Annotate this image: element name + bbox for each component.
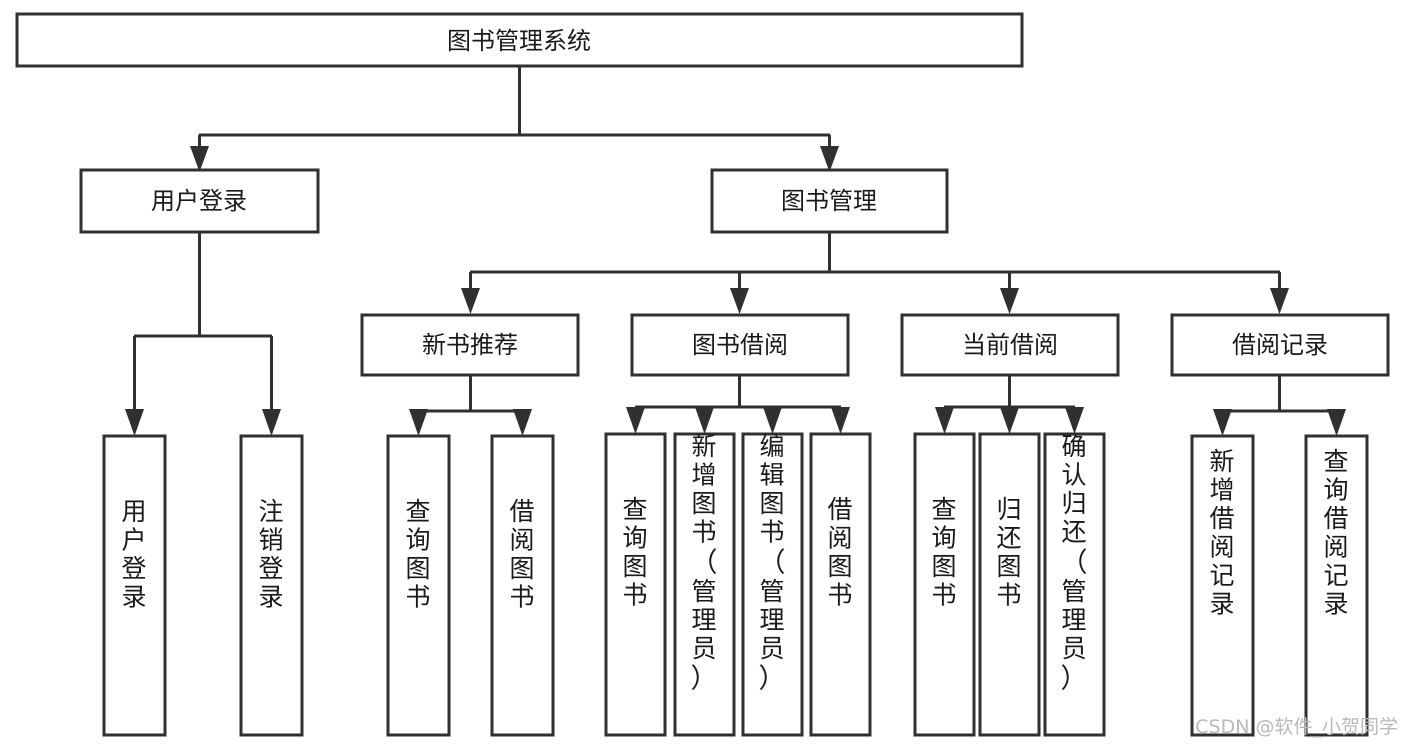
leaf-borrow-edit-label: 编辑图书（管理员）	[759, 432, 786, 695]
leaf-borrow-lend-box[interactable]	[809, 432, 872, 737]
arrow-head-borrow-leaf4	[831, 407, 850, 434]
node-current-borrow-label: 当前借阅	[962, 331, 1058, 359]
leaf-borrow-add-box[interactable]	[673, 432, 736, 737]
leaf-borrow-lend-label: 借阅图书	[827, 495, 852, 610]
node-user-login[interactable]: 用户登录	[79, 168, 320, 234]
arrow-head-borrow-leaf1	[626, 407, 645, 434]
node-user-login-label: 用户登录	[151, 187, 247, 215]
leaf-current-query-label: 查询图书	[931, 495, 956, 610]
arrow-head-login-leaf1	[125, 409, 144, 436]
node-root-system-label: 图书管理系统	[447, 27, 591, 55]
node-book-borrow[interactable]: 图书借阅	[630, 313, 850, 377]
arrow-head-current-leaf1	[935, 407, 954, 434]
arrow-head-root-to-login	[190, 146, 209, 172]
leaf-current-return[interactable]: 归还图书	[978, 432, 1041, 737]
leaf-records-add-box[interactable]	[1190, 434, 1255, 737]
arrow-head-books-records	[1270, 288, 1289, 314]
leaf-new-book-query-label: 查询图书	[405, 497, 430, 612]
arrow-head-new-leaf2	[513, 409, 532, 436]
leaf-borrow-edit-box[interactable]	[741, 432, 804, 737]
leaf-new-book-borrow[interactable]: 借阅图书	[490, 434, 555, 737]
arrow-head-root-to-books	[820, 146, 839, 172]
leaf-user-login-signin-box[interactable]	[102, 434, 167, 737]
node-current-borrow-box[interactable]	[900, 313, 1120, 377]
arrow-head-books-new	[461, 288, 480, 314]
leaf-records-query-box[interactable]	[1304, 434, 1369, 737]
node-book-management-label: 图书管理	[781, 187, 877, 215]
leaf-current-return-box[interactable]	[978, 432, 1041, 737]
node-user-login-box[interactable]	[79, 168, 320, 234]
arrow-head-books-borrow	[730, 288, 749, 314]
leaf-borrow-query-box[interactable]	[604, 432, 667, 737]
leaf-user-login-signin-label: 用户登录	[121, 497, 146, 612]
node-new-book-recommend[interactable]: 新书推荐	[360, 313, 580, 377]
node-borrow-records[interactable]: 借阅记录	[1170, 313, 1390, 377]
node-new-book-recommend-label: 新书推荐	[422, 331, 518, 359]
arrow-head-current-leaf2	[1000, 407, 1019, 434]
leaf-borrow-add[interactable]: 新增图书（管理员）	[673, 432, 736, 737]
node-book-borrow-label: 图书借阅	[692, 331, 788, 359]
node-root-system[interactable]: 图书管理系统	[15, 12, 1024, 68]
leaf-user-login-signout[interactable]: 注销登录	[239, 434, 304, 737]
node-borrow-records-box[interactable]	[1170, 313, 1390, 377]
arrow-head-records-leaf1	[1213, 409, 1232, 436]
arrow-head-records-leaf2	[1327, 409, 1346, 436]
leaf-current-return-label: 归还图书	[996, 495, 1021, 610]
arrow-head-books-current	[1000, 288, 1019, 314]
leaf-borrow-add-label: 新增图书（管理员）	[691, 432, 718, 695]
node-borrow-records-label: 借阅记录	[1232, 331, 1328, 359]
leaf-new-book-query[interactable]: 查询图书	[386, 434, 451, 737]
leaf-user-login-signout-label: 注销登录	[258, 497, 283, 612]
leaf-new-book-borrow-label: 借阅图书	[509, 497, 534, 612]
node-book-borrow-box[interactable]	[630, 313, 850, 377]
leaf-borrow-edit[interactable]: 编辑图书（管理员）	[741, 432, 804, 737]
arrow-head-new-leaf1	[409, 409, 428, 436]
node-book-management-box[interactable]	[710, 168, 949, 234]
connector-layer	[125, 66, 1346, 436]
leaf-borrow-lend[interactable]: 借阅图书	[809, 432, 872, 737]
leaf-borrow-query-label: 查询图书	[622, 495, 647, 610]
leaf-new-book-borrow-box[interactable]	[490, 434, 555, 737]
leaf-user-login-signout-box[interactable]	[239, 434, 304, 737]
arrow-head-login-leaf2	[262, 409, 281, 436]
leaf-current-confirm-return-box[interactable]	[1043, 432, 1106, 737]
node-new-book-recommend-box[interactable]	[360, 313, 580, 377]
leaf-current-query[interactable]: 查询图书	[913, 432, 976, 737]
arrow-head-borrow-leaf3	[763, 407, 782, 434]
leaf-records-add-label: 新增借阅记录	[1209, 447, 1234, 619]
node-root-system-box[interactable]	[15, 12, 1024, 68]
leaf-records-add[interactable]: 新增借阅记录	[1190, 434, 1255, 737]
leaf-current-query-box[interactable]	[913, 432, 976, 737]
leaf-current-confirm-return[interactable]: 确认归还（管理员）	[1043, 432, 1106, 737]
arrow-head-borrow-leaf2	[695, 407, 714, 434]
leaf-records-query[interactable]: 查询借阅记录	[1304, 434, 1369, 737]
leaf-borrow-query[interactable]: 查询图书	[604, 432, 667, 737]
node-current-borrow[interactable]: 当前借阅	[900, 313, 1120, 377]
leaf-user-login-signin[interactable]: 用户登录	[102, 434, 167, 737]
leaf-new-book-query-box[interactable]	[386, 434, 451, 737]
csdn-watermark: CSDN @软件_小贺同学	[1195, 716, 1398, 738]
leaf-current-confirm-return-label: 确认归还（管理员）	[1061, 432, 1088, 695]
node-book-management[interactable]: 图书管理	[710, 168, 949, 234]
arrow-head-current-leaf3	[1065, 407, 1084, 434]
leaf-records-query-label: 查询借阅记录	[1323, 447, 1348, 619]
